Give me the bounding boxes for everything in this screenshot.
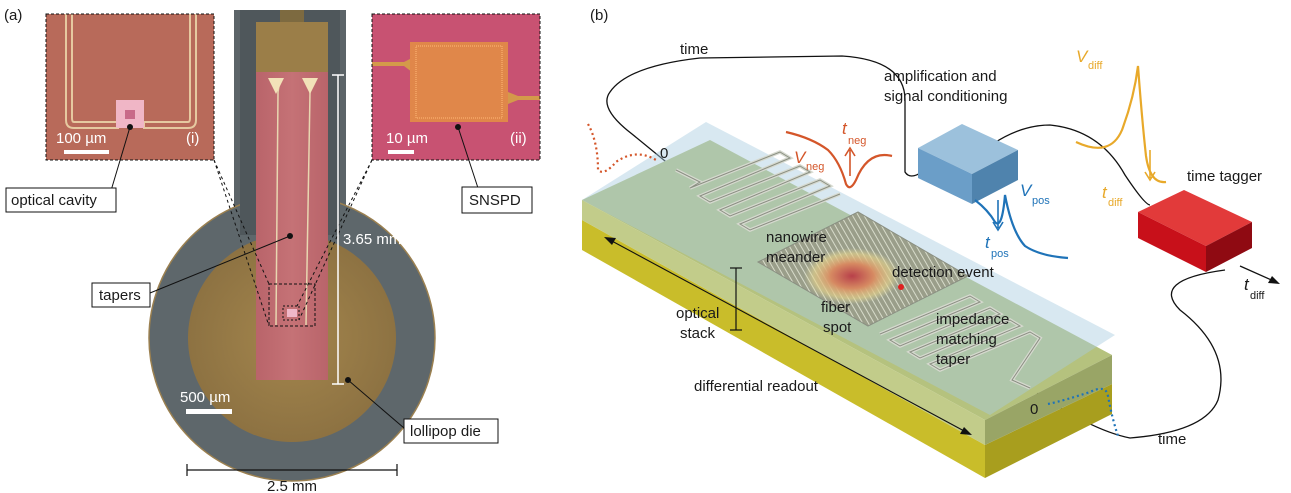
left-dotted-trace bbox=[587, 123, 657, 173]
panel-a-label: (a) bbox=[4, 7, 22, 24]
width-dimension: 2.5 mm bbox=[267, 478, 317, 493]
svg-text:t: t bbox=[842, 119, 848, 138]
diff-pulse bbox=[1075, 65, 1167, 184]
optical-stack-label-line1: optical bbox=[676, 305, 719, 322]
right-dotted-trace bbox=[1047, 387, 1120, 437]
differential-readout-label: differential readout bbox=[694, 378, 819, 395]
svg-text:V: V bbox=[794, 148, 807, 167]
neg-pulse bbox=[785, 130, 893, 189]
optical-stack-label-line2: stack bbox=[680, 325, 716, 342]
lollipop-die-callout: lollipop die bbox=[410, 423, 481, 440]
zero-label-left: 0 bbox=[660, 145, 668, 162]
length-dimension: 3.65 mm bbox=[343, 231, 401, 248]
impedance-label-line3: taper bbox=[936, 351, 970, 368]
svg-text:neg: neg bbox=[806, 161, 824, 173]
time-tagger-label: time tagger bbox=[1187, 168, 1262, 185]
t-diff-axis-label: t diff bbox=[1244, 275, 1265, 302]
panel-b-label: (b) bbox=[590, 7, 608, 24]
zero-label-right: 0 bbox=[1030, 401, 1038, 418]
fiber-spot-label-line2: spot bbox=[823, 319, 852, 336]
pos-pulse-marker bbox=[992, 200, 1004, 232]
signal-wire bbox=[606, 55, 1226, 439]
main-scalebar bbox=[186, 409, 232, 414]
neg-pulse-marker bbox=[844, 146, 856, 176]
tapers-callout: tapers bbox=[99, 287, 141, 304]
inset-ii-scalebar-label: 10 µm bbox=[386, 130, 428, 147]
pos-pulse bbox=[974, 194, 1069, 260]
amp-label-line1: amplification and bbox=[884, 68, 997, 85]
svg-text:V: V bbox=[1020, 181, 1033, 200]
zoom-box-large bbox=[268, 283, 316, 327]
nanowire-label-line1: nanowire bbox=[766, 229, 827, 246]
impedance-label-line2: matching bbox=[936, 331, 997, 348]
svg-text:t: t bbox=[1244, 275, 1250, 294]
differential-readout-arrow bbox=[609, 239, 967, 433]
fiber-spot bbox=[804, 248, 900, 304]
svg-text:pos: pos bbox=[991, 248, 1009, 260]
optical-cavity-callout-box bbox=[5, 187, 117, 213]
time-tagger-box bbox=[1138, 190, 1252, 272]
svg-text:pos: pos bbox=[1032, 195, 1050, 207]
tdiff-axis-arrowhead bbox=[1268, 276, 1280, 284]
svg-text:diff: diff bbox=[1108, 197, 1123, 209]
snspd-callout-box bbox=[461, 186, 533, 214]
fiber-spot-label-line1: fiber bbox=[821, 299, 850, 316]
svg-text:diff: diff bbox=[1250, 290, 1265, 302]
v-neg-label: V neg bbox=[794, 148, 824, 173]
inset-i-scalebar-label: 100 µm bbox=[56, 130, 106, 147]
svg-text:V: V bbox=[1076, 47, 1089, 66]
diff-pulse-marker bbox=[1144, 150, 1156, 182]
time-label-top: time bbox=[680, 41, 708, 58]
zoom-box-small bbox=[282, 305, 300, 321]
inset-ii bbox=[371, 13, 541, 161]
svg-text:t: t bbox=[985, 233, 991, 252]
svg-text:diff: diff bbox=[1088, 60, 1103, 72]
impedance-label-line1: impedance bbox=[936, 311, 1009, 328]
detection-event-label: detection event bbox=[892, 264, 995, 281]
lollipop-die-callout-box bbox=[403, 418, 499, 444]
detection-event-dot bbox=[898, 284, 904, 290]
svg-text:neg: neg bbox=[848, 135, 866, 147]
amp-label-line2: signal conditioning bbox=[884, 88, 1007, 105]
inset-i bbox=[45, 13, 215, 161]
optical-cavity-callout: optical cavity bbox=[11, 192, 97, 209]
inset-ii-tag: (ii) bbox=[510, 130, 527, 147]
nanowire-label-line2: meander bbox=[766, 249, 825, 266]
time-label-bottom: time bbox=[1158, 431, 1186, 448]
amplifier-box bbox=[918, 124, 1018, 204]
t-diff-tagger-label: t diff bbox=[1102, 183, 1123, 209]
t-neg-label: t neg bbox=[842, 119, 866, 147]
inset-i-tag: (i) bbox=[186, 130, 199, 147]
main-scalebar-label: 500 µm bbox=[180, 389, 230, 406]
v-diff-label: V diff bbox=[1076, 47, 1103, 72]
tapers-callout-box bbox=[91, 282, 151, 308]
snspd-callout: SNSPD bbox=[469, 192, 521, 209]
v-pos-label: V pos bbox=[1020, 181, 1050, 207]
t-pos-label: t pos bbox=[985, 233, 1009, 260]
svg-text:t: t bbox=[1102, 183, 1108, 202]
